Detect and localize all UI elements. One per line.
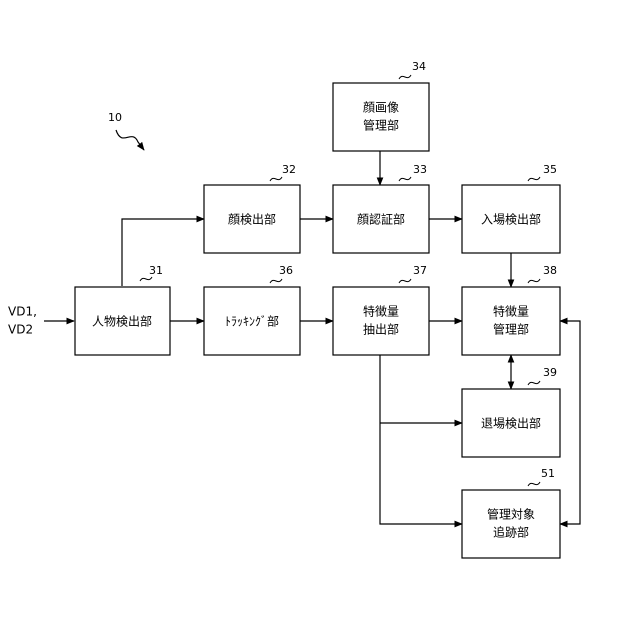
ref-leader-32: [270, 177, 282, 181]
block-face-image-management: 顔画像 管理部: [333, 83, 429, 151]
input-label-vd1: VD1,: [8, 305, 37, 319]
block-managed-target-tracking: 管理対象 追跡部: [462, 490, 560, 558]
block-face-authentication: 顔認証部: [333, 185, 429, 253]
ref-leader-31: [140, 277, 152, 281]
ref-leader-35: [528, 177, 540, 181]
ref-number-31: 31: [149, 264, 163, 277]
ref-number-37: 37: [413, 264, 427, 277]
block-person-detection: 人物検出部: [75, 287, 170, 355]
ref-leader-37: [399, 279, 411, 283]
ref-number-36: 36: [279, 264, 293, 277]
figure-ref-label: 10: [108, 111, 122, 124]
ref-number-38: 38: [543, 264, 557, 277]
block-feature-extraction: 特徴量 抽出部: [333, 287, 429, 355]
block-label: ﾄﾗｯｷﾝｸﾞ部: [225, 314, 279, 329]
ref-number-51: 51: [541, 467, 555, 480]
block-face-detection: 顔検出部: [204, 185, 300, 253]
block-label-line1: 管理対象: [487, 507, 535, 522]
ref-number-32: 32: [282, 163, 296, 176]
ref-leader-36: [270, 279, 282, 283]
ref-number-39: 39: [543, 366, 557, 379]
block-label-line2: 管理部: [363, 118, 399, 133]
block-label-line2: 管理部: [493, 322, 529, 337]
arrow-37-to-51: [380, 355, 462, 524]
block-label-line1: 顔画像: [363, 100, 399, 115]
block-label: 入場検出部: [481, 212, 541, 227]
block-label-line1: 特徴量: [493, 304, 529, 319]
figure-ref-pointer: [116, 130, 144, 150]
ref-number-34: 34: [412, 60, 426, 73]
ref-number-35: 35: [543, 163, 557, 176]
block-label: 退場検出部: [481, 416, 541, 431]
input-label-vd2: VD2: [8, 323, 33, 337]
block-label: 顔認証部: [357, 212, 405, 227]
block-label-line2: 追跡部: [493, 525, 529, 540]
ref-leader-38: [528, 279, 540, 283]
block-label-line2: 抽出部: [363, 322, 399, 337]
block-entry-detection: 入場検出部: [462, 185, 560, 253]
block-exit-detection: 退場検出部: [462, 389, 560, 457]
block-label: 人物検出部: [92, 314, 152, 329]
block-label: 顔検出部: [228, 212, 276, 227]
ref-number-33: 33: [413, 163, 427, 176]
arrow-31-to-32: [122, 219, 204, 286]
ref-leader-33: [399, 177, 411, 181]
block-label-line1: 特徴量: [363, 304, 399, 319]
ref-leader-51: [528, 482, 540, 486]
ref-leader-34: [399, 75, 411, 79]
arrow-38-51-bidirectional: [560, 321, 580, 524]
ref-leader-39: [528, 381, 540, 385]
block-feature-management: 特徴量 管理部: [462, 287, 560, 355]
block-tracking: ﾄﾗｯｷﾝｸﾞ部: [204, 287, 300, 355]
